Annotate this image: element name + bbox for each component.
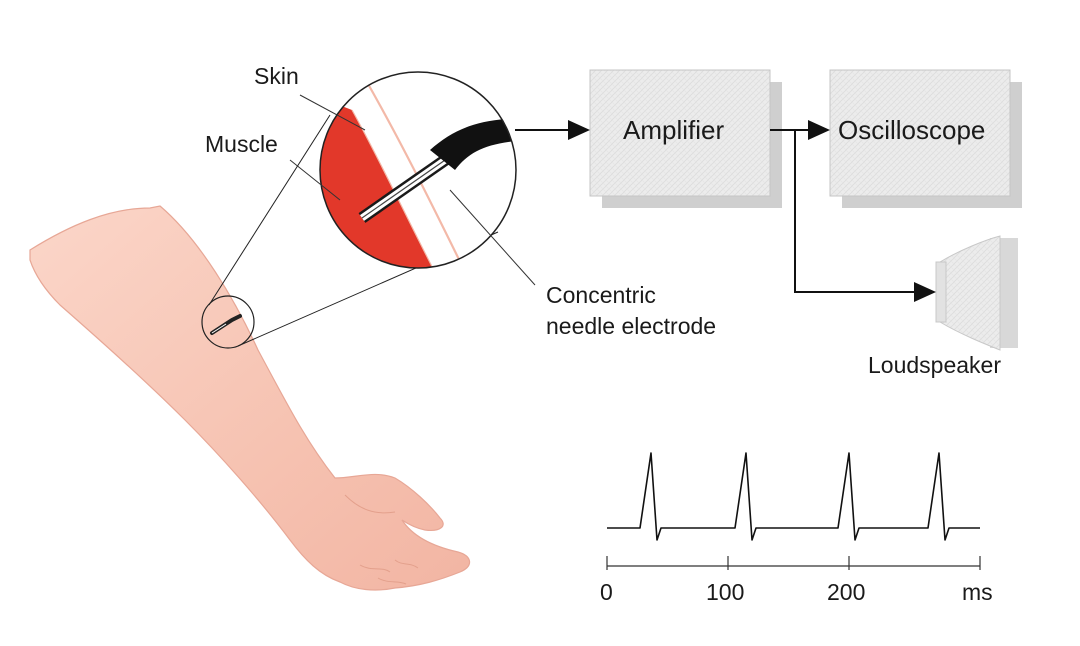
loudspeaker-label: Loudspeaker: [868, 352, 1001, 378]
amplifier-label: Amplifier: [623, 115, 724, 145]
electrode-label-line1: Concentric: [546, 282, 656, 308]
needle-electrode: [358, 118, 516, 223]
amplifier-box: Amplifier: [589, 69, 782, 208]
electrode-label-line2: needle electrode: [546, 313, 716, 339]
insertion-site-circle: [201, 295, 255, 349]
tick-100: 100: [706, 579, 744, 605]
skin-label: Skin: [254, 63, 299, 89]
label-leaders: [289, 94, 536, 286]
oscilloscope-box: Oscilloscope: [829, 69, 1022, 208]
oscilloscope-label: Oscilloscope: [838, 115, 985, 145]
loudspeaker-icon: Loudspeaker: [868, 235, 1018, 378]
time-unit-label: ms: [962, 579, 993, 605]
arm-illustration: [29, 205, 471, 591]
tick-0: 0: [600, 579, 613, 605]
muscle-label: Muscle: [205, 131, 278, 157]
emg-trace: [607, 452, 980, 541]
zoom-inset: [319, 71, 517, 269]
tick-200: 200: [827, 579, 865, 605]
signal-flow-arrows: [515, 120, 936, 302]
time-axis: 0 100 200 ms: [600, 556, 993, 605]
